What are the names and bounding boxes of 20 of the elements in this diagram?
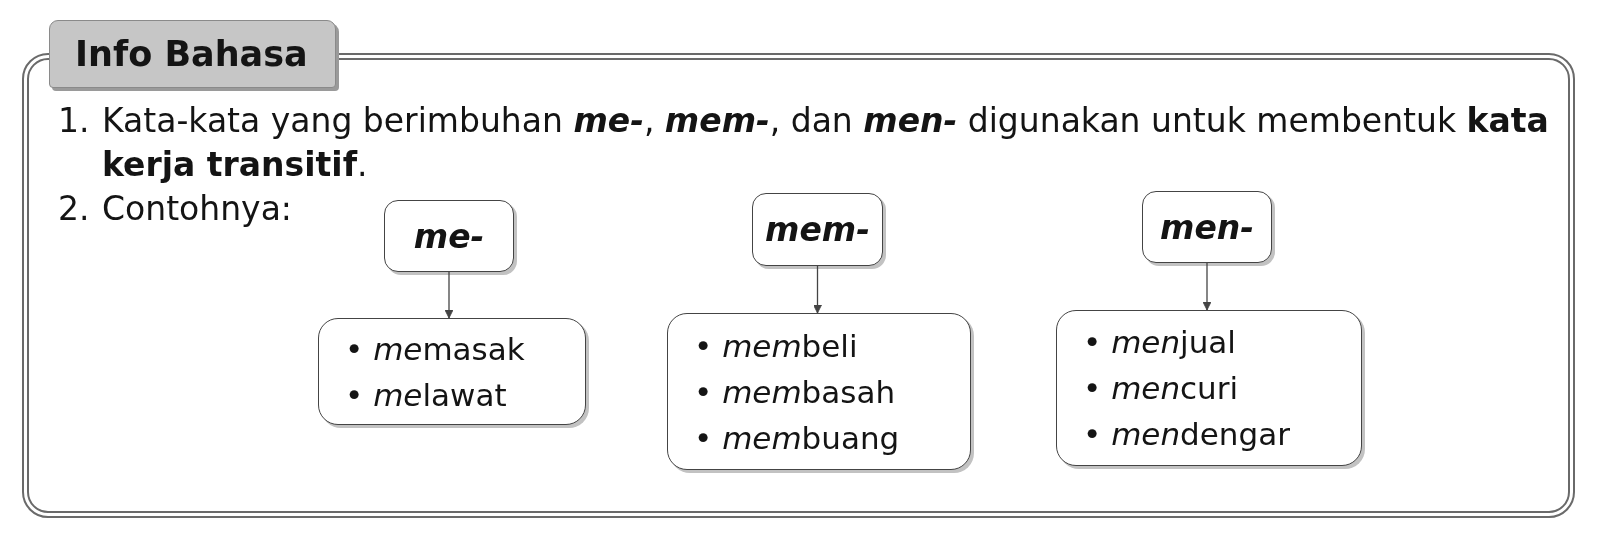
example-word: • memasak <box>345 329 525 369</box>
arrow <box>444 271 454 319</box>
word-list-box <box>318 318 586 425</box>
example-word: • menjual <box>1083 323 1236 362</box>
word-list-box <box>667 313 971 470</box>
prefix-box: mem- <box>752 193 883 266</box>
numbered-note: 2. Contohnya: <box>58 188 292 230</box>
arrow <box>1202 262 1212 311</box>
arrow <box>813 265 822 314</box>
prefix-box: me- <box>384 200 514 272</box>
example-word: • mendengar <box>1083 415 1290 454</box>
example-word: • membuang <box>694 418 900 458</box>
word-list-box <box>1056 310 1362 466</box>
example-word: • melawat <box>345 375 507 415</box>
example-word: • membasah <box>694 372 896 412</box>
panel-title-tab: Info Bahasa <box>49 20 336 88</box>
example-word: • membeli <box>694 326 858 366</box>
prefix-box: men- <box>1142 191 1272 263</box>
example-word: • mencuri <box>1083 369 1239 408</box>
numbered-note: 1. Kata-kata yang berimbuhan me-, mem-, dan men- digunakan untuk membentuk kata kerja transitif. <box>58 100 1550 186</box>
